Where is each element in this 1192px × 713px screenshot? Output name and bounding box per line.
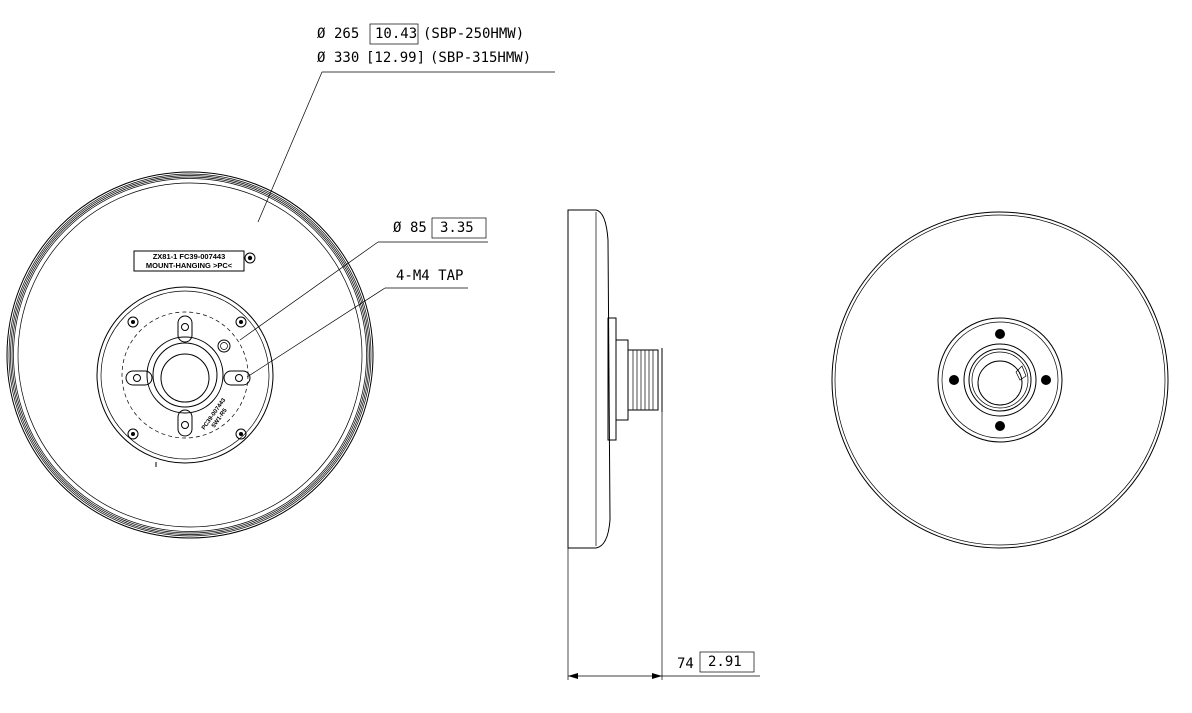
dim-85-inch: 3.35 [440,220,474,236]
back-hole-bottom [995,421,1005,431]
dim-265-symbol: Ø [317,26,326,42]
front-bolt-circle [121,311,249,439]
depth-arrow-left [568,673,578,679]
dim-330-symbol: Ø [317,50,326,66]
front-view: ZX81-1 FC39-007443 MOUNT-HANGING >PC< PC… [6,171,374,539]
leader-tap [246,287,386,378]
dim-outer-diameter: Ø 265 10.43 (SBP-250HMW) Ø 330 [12.99] (… [257,23,555,223]
side-threads [632,350,654,410]
back-hub [937,317,1063,443]
product-label-line1: ZX81-1 FC39-007443 [153,252,226,261]
dim-265-row: Ø 265 10.43 (SBP-250HMW) [317,23,524,45]
dim-depth: 74 2.91 [567,412,760,680]
back-hole-top [995,329,1005,339]
back-bore-ring-1 [963,343,1037,417]
back-bore-ring-3 [971,351,1029,409]
leader-outer-diameter [257,71,323,223]
back-bore-ring-2 [968,348,1032,412]
side-view [567,209,663,549]
back-view [831,211,1169,549]
front-rim-ring-3 [10,175,370,535]
back-bore-notch [1015,365,1027,381]
back-outer-rim-2 [834,214,1166,546]
front-screw-tr [235,316,247,328]
depth-arrow-right [652,673,662,679]
dim-330-mm: 330 [334,50,359,66]
front-rim-ring-5 [13,178,367,532]
dim-265-inch-box [369,23,419,45]
front-vent [217,339,231,353]
back-hub-inner [941,321,1059,439]
front-outer-rim [6,171,374,539]
leader-bolt-circle [239,241,379,341]
front-rim-inner [17,182,363,528]
product-label: ZX81-1 FC39-007443 MOUNT-HANGING >PC< [133,250,256,272]
front-slot-bottom [177,409,193,437]
hub-stamp: PC39-007443 5W1-R5 [201,397,229,431]
back-hole-right [1041,375,1051,385]
front-rim-ring-4 [11,176,369,534]
front-slot-right [223,370,251,386]
front-rim-ring-2 [8,173,372,537]
side-hub-step [615,339,629,421]
front-hub-plate-inner [100,290,270,460]
side-threaded-neck [627,349,659,411]
dim-330-inch: [12.99] [366,50,425,66]
dim-265-model: (SBP-250HMW) [423,26,524,42]
depth-inch-box [699,651,755,673]
dim-330-model: (SBP-315HMW) [430,50,531,66]
dim-bolt-circle: Ø 85 3.35 [239,217,488,341]
depth-inch: 2.91 [708,654,742,670]
back-outer-rim [831,211,1169,549]
dim-85-inch-box [431,217,487,239]
front-hub-plate [96,286,274,464]
dim-330-row: Ø 330 [12.99] (SBP-315HMW) [317,50,531,66]
label-screw [244,252,256,264]
side-plate-profile [567,209,611,549]
front-screw-br [235,428,247,440]
dim-265-inch: 10.43 [375,26,417,42]
back-bore [977,360,1023,406]
dim-85-mm: 85 [410,220,427,236]
front-center-ring-mid [152,342,218,408]
front-center-bore [160,353,210,403]
front-center-ring-outer [146,336,224,414]
front-slot-left [125,370,153,386]
dim-tap-label: 4-M4 TAP [396,268,463,284]
front-screw-tl [127,316,139,328]
dim-265-mm: 265 [334,26,359,42]
dim-tap: 4-M4 TAP [246,268,468,378]
front-slot-top [177,315,193,343]
front-screw-bl [127,428,139,440]
product-label-line2: MOUNT-HANGING >PC< [146,261,233,270]
depth-mm: 74 [677,656,694,672]
dim-85-symbol: Ø [393,220,402,236]
back-hole-left [949,375,959,385]
